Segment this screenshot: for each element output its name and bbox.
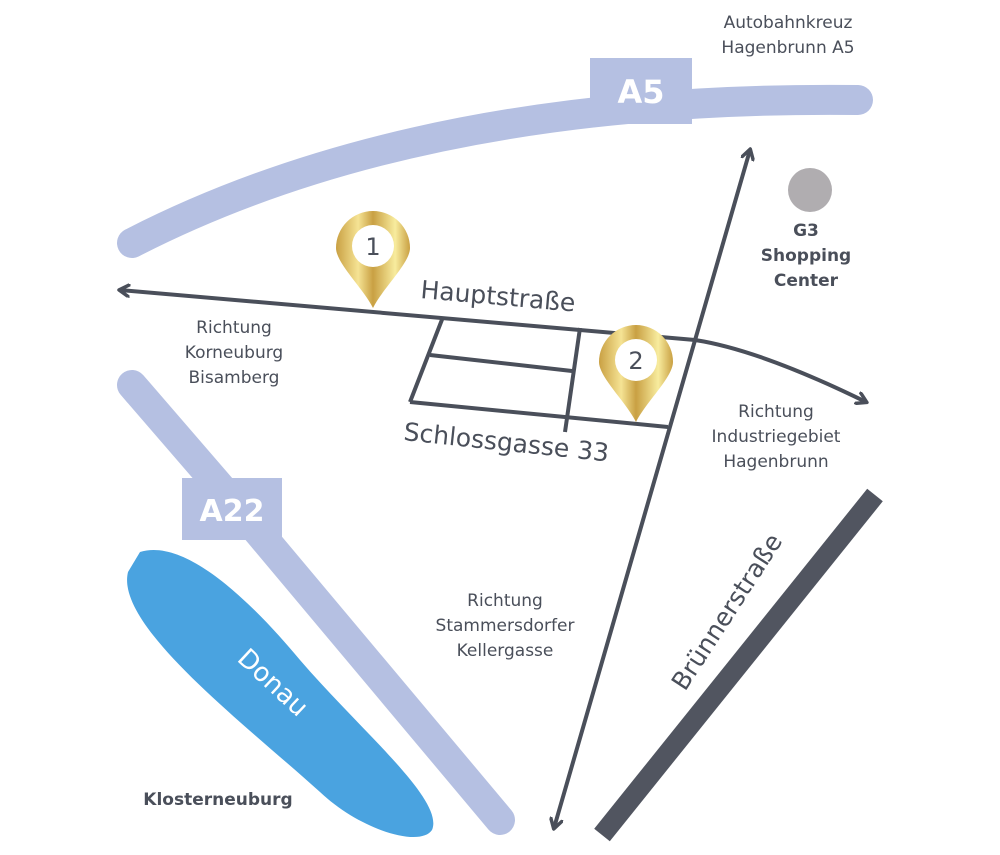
korneuburg-label: Richtung Korneuburg Bisamberg: [185, 318, 283, 388]
g3-label: G3 Shopping Center: [761, 221, 851, 291]
location-pin-1[interactable]: 1: [336, 211, 410, 308]
stammersdorf-label: Richtung Stammersdorfer Kellergasse: [436, 591, 575, 661]
a22-label: A22: [200, 494, 265, 529]
svg-text:Shopping: Shopping: [761, 246, 851, 266]
pin-2-label: 2: [628, 347, 643, 375]
svg-text:Center: Center: [774, 271, 839, 291]
autobahnkreuz-label: Autobahnkreuz Hagenbrunn A5: [721, 13, 854, 58]
svg-text:Kellergasse: Kellergasse: [457, 641, 554, 661]
klosterneuburg-label: Klosterneuburg: [143, 790, 292, 810]
svg-text:Richtung: Richtung: [196, 318, 272, 338]
hauptstrasse-label: Hauptstraße: [419, 275, 576, 317]
a22-badge: A22: [182, 478, 282, 540]
svg-text:G3: G3: [793, 221, 819, 241]
pin-1-label: 1: [365, 233, 380, 261]
svg-text:Hagenbrunn A5: Hagenbrunn A5: [721, 38, 854, 58]
svg-text:Korneuburg: Korneuburg: [185, 343, 283, 363]
location-pin-2[interactable]: 2: [599, 325, 673, 422]
svg-text:Bisamberg: Bisamberg: [189, 368, 280, 388]
a5-label: A5: [617, 73, 664, 111]
schlossgasse-label: Schlossgasse 33: [402, 417, 610, 467]
svg-text:Richtung: Richtung: [738, 402, 814, 422]
industriegebiet-label: Richtung Industriegebiet Hagenbrunn: [712, 402, 841, 472]
river-donau: [127, 550, 434, 838]
svg-text:Hagenbrunn: Hagenbrunn: [723, 452, 828, 472]
stammersdorf-road: [554, 150, 750, 828]
svg-text:Industriegebiet: Industriegebiet: [712, 427, 841, 447]
bruennerstrasse-road: [594, 488, 883, 842]
highway-a5: [117, 84, 873, 258]
svg-text:Stammersdorfer: Stammersdorfer: [436, 616, 575, 636]
svg-text:Richtung: Richtung: [467, 591, 543, 611]
g3-marker: [788, 168, 832, 212]
svg-text:Autobahnkreuz: Autobahnkreuz: [724, 13, 853, 33]
a5-badge: A5: [590, 58, 692, 124]
